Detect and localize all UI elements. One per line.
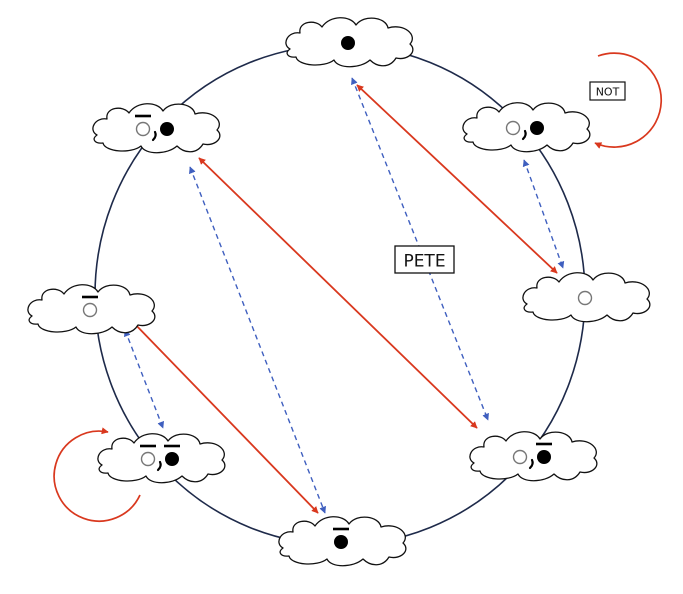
not-label-box (589, 81, 626, 101)
self-loop-upper-right: NOT (589, 52, 663, 149)
node-right (522, 272, 651, 323)
edge-left-to-lower-left (124, 329, 164, 429)
hollow-circle-icon (577, 290, 593, 306)
node-lower-left (97, 433, 226, 484)
pete-label-box (394, 245, 455, 274)
filled-circle-icon (530, 121, 544, 135)
pete-label: PETE (403, 252, 445, 272)
filled-circle-icon (334, 535, 348, 549)
comma-separator-icon (156, 460, 162, 472)
state-nodes (27, 17, 651, 567)
filled-circle-icon (160, 122, 174, 136)
cloud-shape (92, 103, 221, 154)
node-bottom (278, 516, 407, 567)
hollow-circle-icon (82, 302, 98, 318)
hollow-circle-icon (512, 449, 528, 465)
self-loop-arrow-upper-right (594, 52, 663, 149)
filled-circle-icon (341, 36, 355, 50)
not-label: NOT (596, 86, 620, 99)
edge-upper-left-to-lower-right (198, 157, 478, 429)
cloud-shape (97, 433, 226, 484)
node-lower-right (469, 431, 598, 482)
comma-separator-icon (151, 130, 157, 142)
edge-upper-right-to-right (522, 159, 565, 269)
cloud-shape (469, 431, 598, 482)
comma-separator-icon (528, 458, 534, 470)
comma-separator-icon (521, 129, 527, 141)
pete-label-group: PETE (394, 245, 455, 274)
hollow-circle-icon (505, 120, 521, 136)
cloud-shape (462, 102, 591, 153)
node-upper-left (92, 103, 221, 154)
filled-circle-icon (537, 450, 551, 464)
self-loops: NOT (53, 52, 663, 522)
node-top (285, 17, 414, 68)
node-upper-right (462, 102, 591, 153)
hollow-circle-icon (140, 451, 156, 467)
hollow-circle-icon (135, 121, 151, 137)
self-loop-lower-left (53, 427, 141, 522)
filled-circle-icon (165, 452, 179, 466)
self-loop-arrow-lower-left (53, 427, 141, 522)
node-left (27, 284, 156, 335)
